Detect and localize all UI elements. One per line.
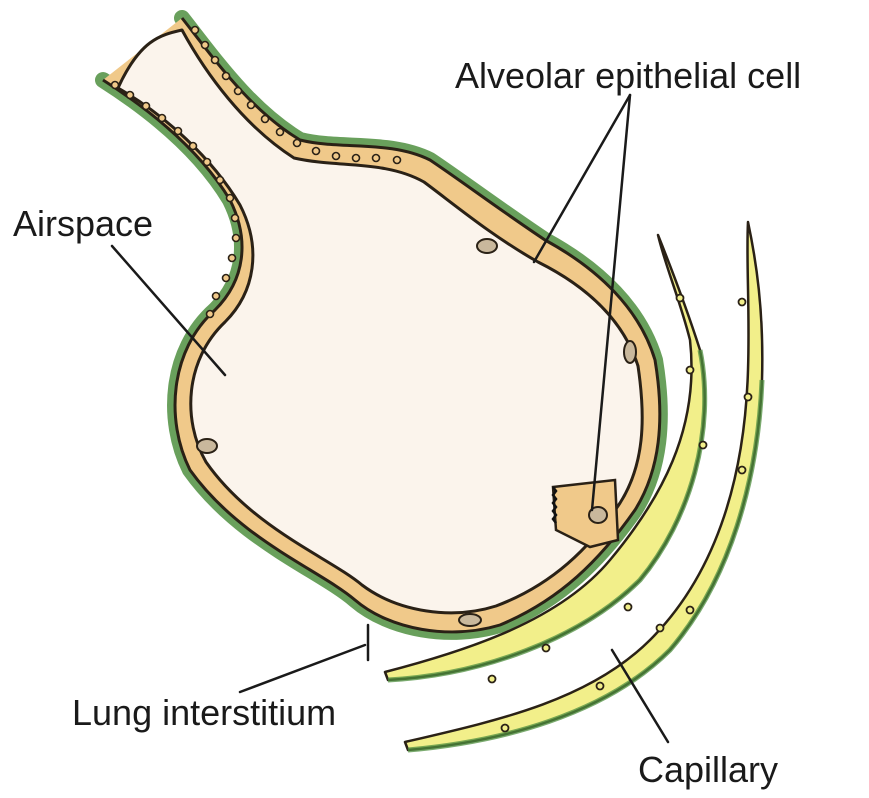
label-alveolar-epithelial-cell: Alveolar epithelial cell bbox=[455, 58, 801, 94]
label-lung-interstitium: Lung interstitium bbox=[72, 695, 336, 731]
label-airspace: Airspace bbox=[13, 206, 153, 242]
label-capillary: Capillary bbox=[638, 752, 778, 788]
